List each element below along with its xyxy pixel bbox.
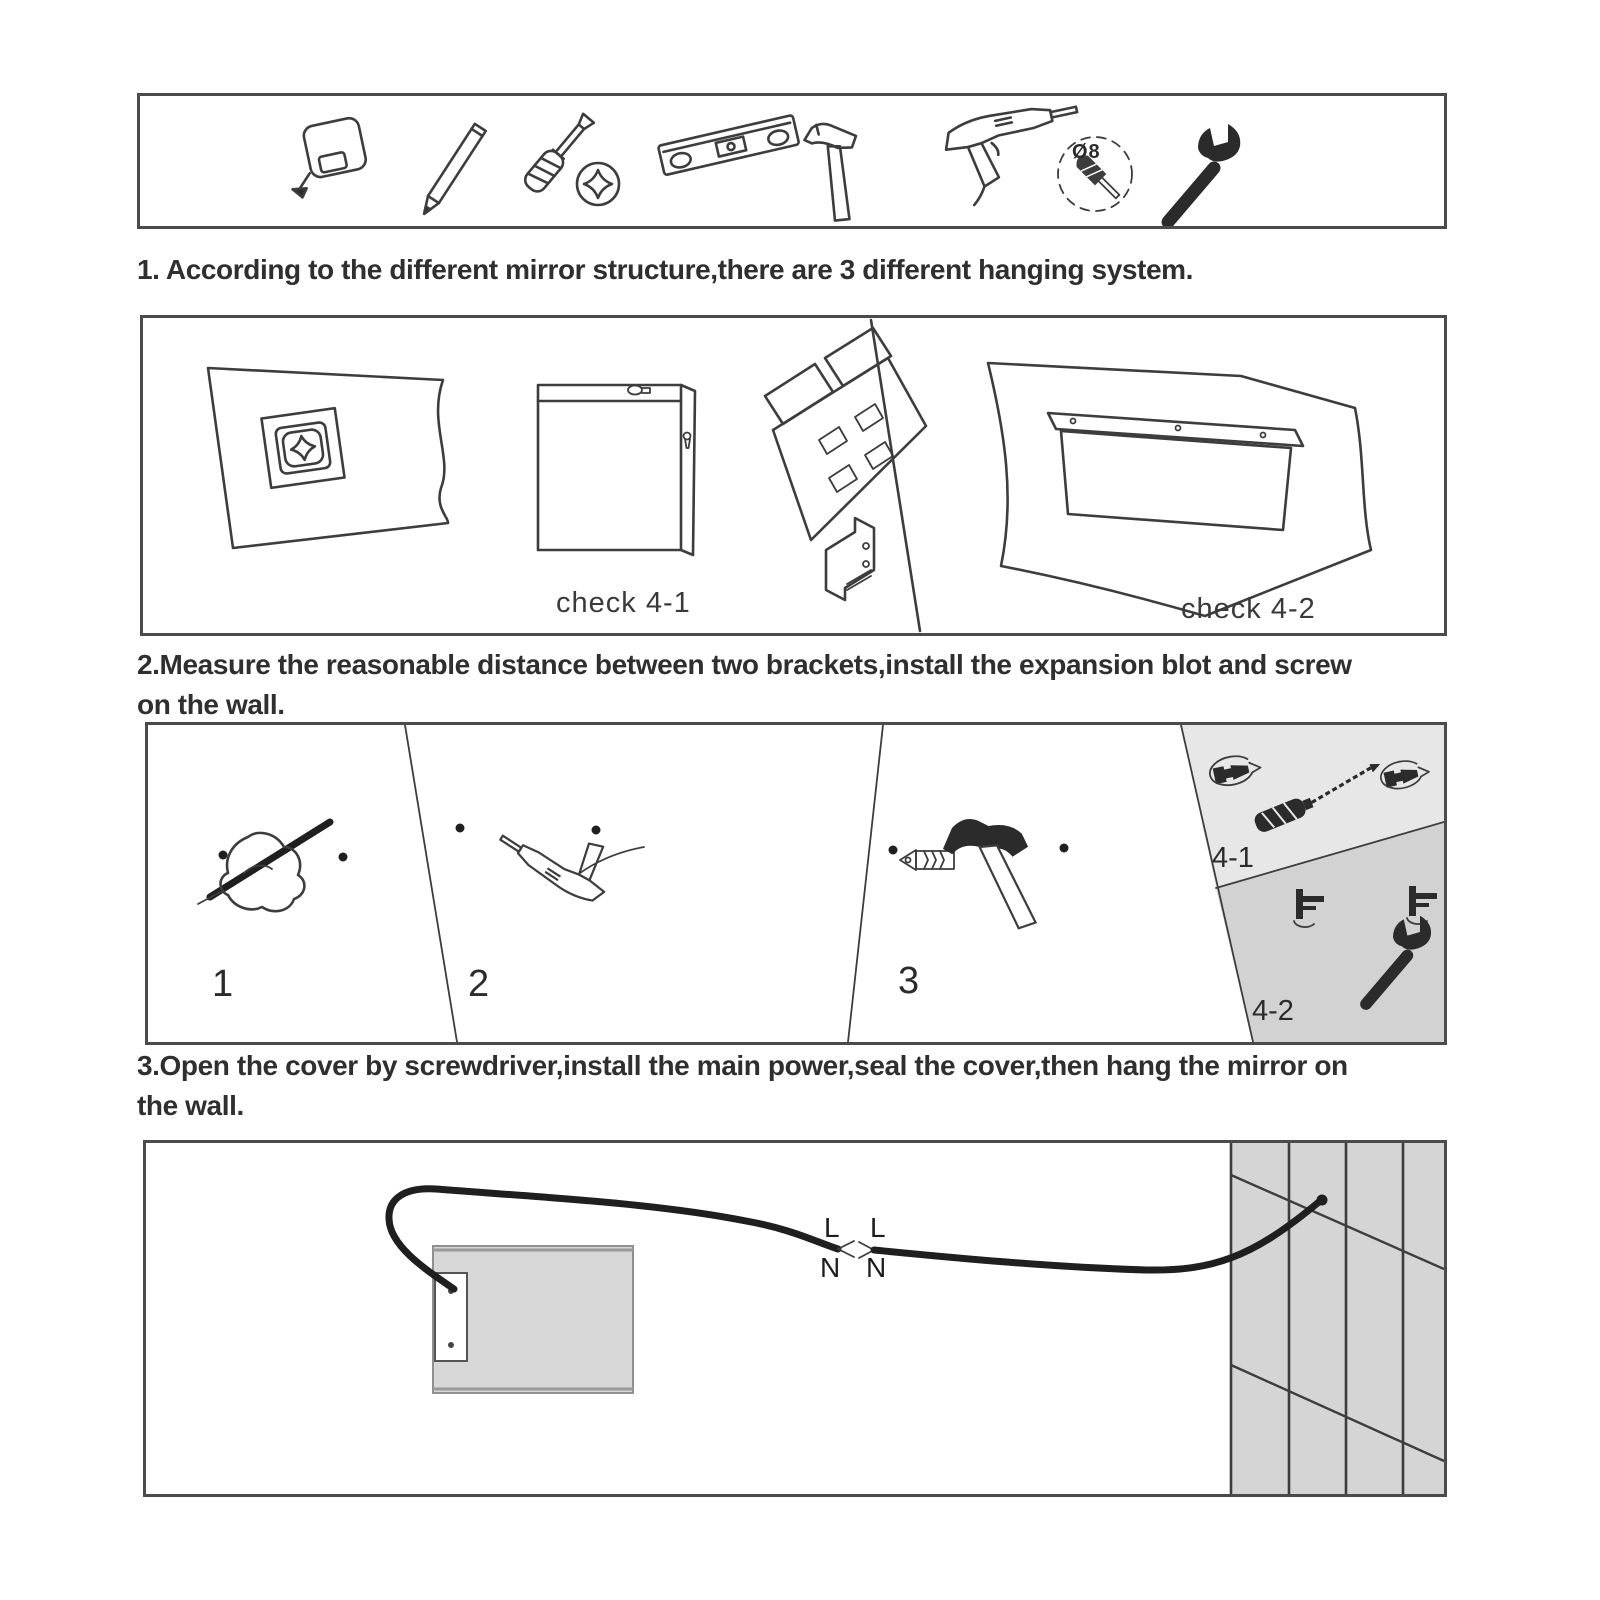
drill-bit-diameter-label: Ø8 — [1072, 141, 1101, 163]
panel-3-label: 3 — [898, 960, 920, 1002]
brackets-wrench-illustration — [1293, 886, 1437, 1010]
panel-1-label: 1 — [212, 963, 234, 1005]
wrench-4-2-icon — [1360, 915, 1432, 1010]
tape-measure-icon — [291, 116, 368, 199]
hanging-box-divider — [869, 318, 922, 633]
tiled-wall — [1229, 1143, 1444, 1494]
hanging-systems-box — [140, 315, 1447, 636]
tools-illustration — [291, 105, 1241, 226]
panel-2-label: 2 — [468, 963, 490, 1005]
check-4-1-label: check 4-1 — [556, 587, 691, 619]
left-neutral-label: N — [820, 1252, 841, 1283]
phillips-symbol-icon — [575, 161, 621, 207]
divider-41-42 — [1215, 821, 1444, 889]
check-4-2-label: check 4-2 — [1181, 593, 1316, 625]
z-clip-icon — [824, 516, 876, 602]
screwdriver-icon — [523, 112, 596, 193]
hanging-systems-illustration — [206, 318, 1373, 633]
step-2-line-1: 2.Measure the reasonable distance betwee… — [137, 649, 1352, 680]
step-2-line-2: on the wall. — [137, 689, 285, 720]
wiring-box — [143, 1140, 1447, 1497]
panel-4-2-label: 4-2 — [1252, 995, 1294, 1027]
divider-1-2 — [404, 725, 458, 1042]
tools-box — [137, 93, 1447, 229]
anchor-hammer-illustration — [888, 819, 1069, 930]
divider-2-3 — [847, 725, 884, 1042]
bracket-plate-illustration — [763, 326, 928, 602]
panel-4-1-label: 4-1 — [1212, 842, 1254, 874]
pencil-icon — [422, 122, 488, 216]
mirror-keyhole-illustration — [206, 366, 450, 550]
wiring-illustration — [385, 1143, 1444, 1494]
mirror-rail-illustration — [986, 361, 1373, 618]
mounting-steps-illustration — [197, 725, 1444, 1042]
hammer-3-icon — [942, 819, 1038, 930]
cable-end-dot — [1316, 1194, 1328, 1206]
wrench-icon — [1161, 124, 1241, 226]
hammer-icon — [803, 122, 858, 222]
power-supply-box — [432, 1245, 634, 1394]
mounting-steps-box — [145, 722, 1447, 1045]
right-live-label: L — [870, 1212, 886, 1243]
hand-marking-illustration — [197, 818, 348, 913]
step-2-text: 2.Measure the reasonable distance betwee… — [137, 645, 1467, 725]
frame-hook-illustration — [536, 383, 697, 557]
step-3-line-1: 3.Open the cover by screwdriver,install … — [137, 1050, 1348, 1081]
spirit-level-icon — [657, 114, 800, 176]
drill-bit-callout-icon — [1057, 136, 1133, 212]
step-1-text: 1. According to the different mirror str… — [137, 250, 1467, 290]
mains-cable — [385, 1185, 1328, 1293]
right-neutral-label: N — [866, 1252, 887, 1283]
drilling-illustration — [455, 823, 645, 902]
step-3-text: 3.Open the cover by screwdriver,install … — [137, 1046, 1467, 1126]
step-3-line-2: the wall. — [137, 1090, 244, 1121]
electric-drill-icon — [944, 105, 1079, 207]
divider-3-4 — [1180, 725, 1254, 1042]
step-1-line-1: 1. According to the different mirror str… — [137, 254, 1194, 285]
left-live-label: L — [824, 1212, 840, 1243]
